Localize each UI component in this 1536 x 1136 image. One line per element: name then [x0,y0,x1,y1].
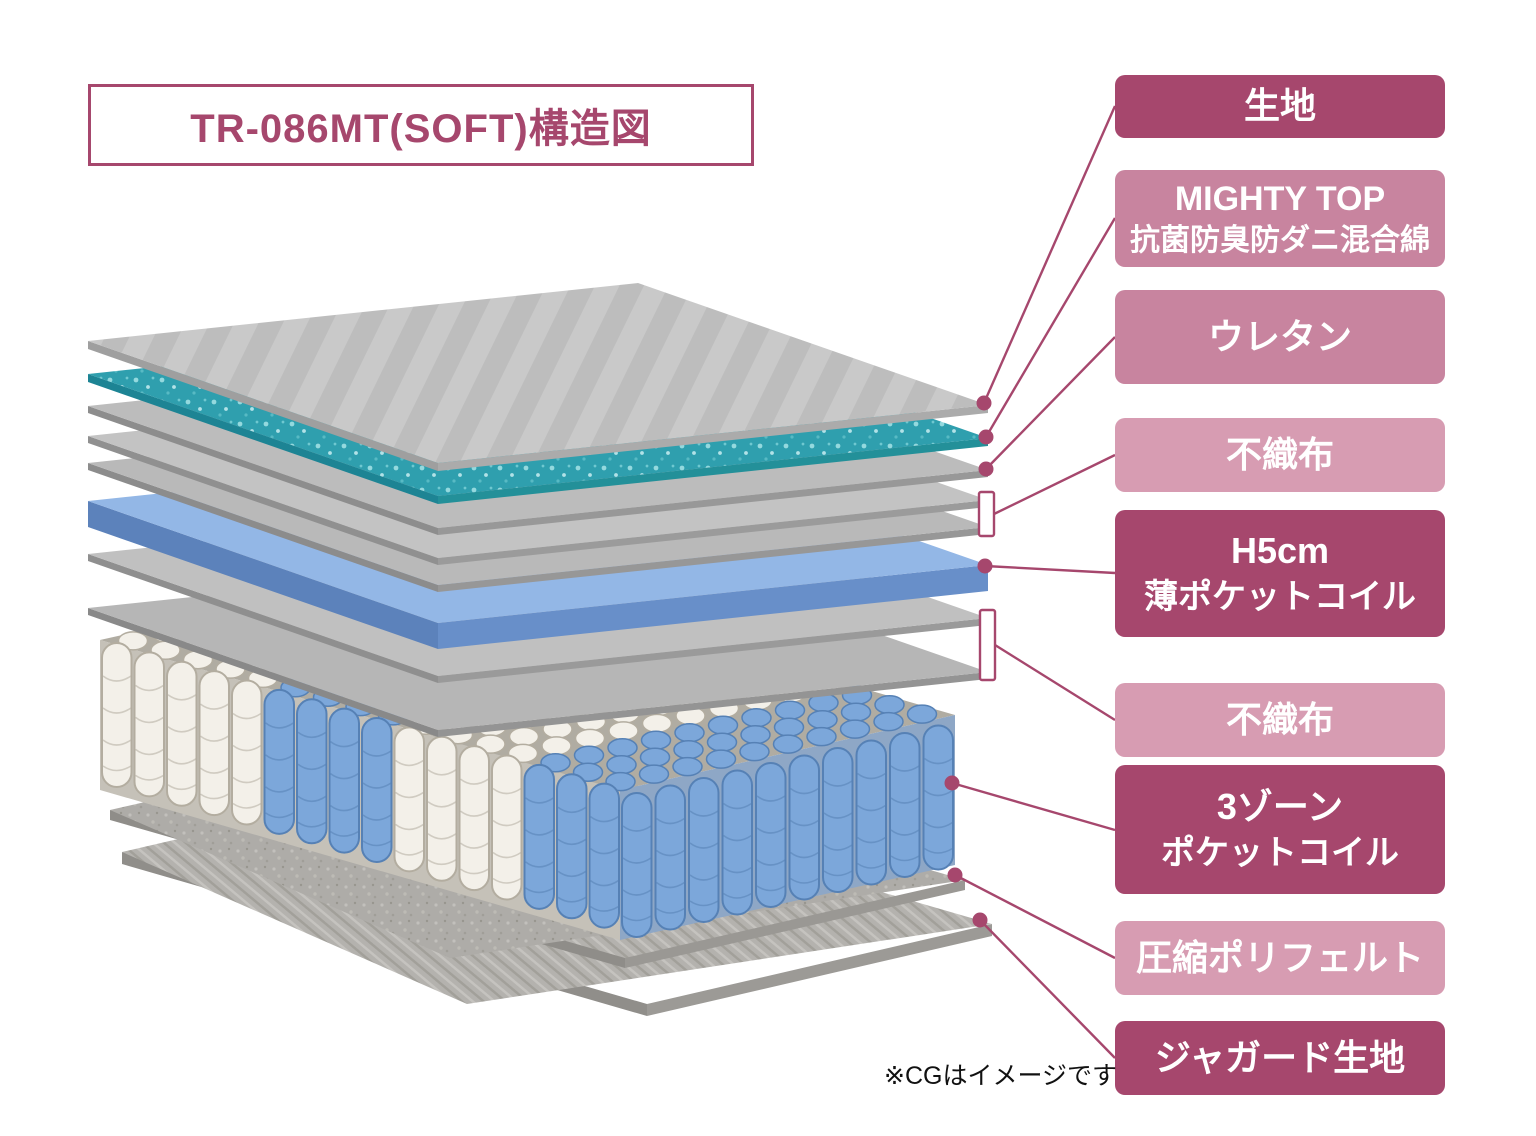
connector-dot [976,395,992,411]
diagram-title-box: TR-086MT(SOFT)構造図 [88,84,754,166]
layer-top-fabric [88,283,988,471]
connector-bracket [978,608,997,682]
connector-line [979,919,1116,1059]
connector-dot [978,461,994,477]
label-subtext: ポケットコイル [1161,833,1399,872]
connector-dot [977,558,993,574]
label-text: 生地 [1243,85,1316,127]
connector-line [985,336,1116,470]
label-box-thin-pocket-coil: H5cm 薄ポケットコイル [1115,510,1445,637]
connector-dots [944,395,997,928]
label-box-compressed-poly-felt: 圧縮ポリフェルト [1115,921,1445,995]
connector-bracket [977,490,996,538]
label-text: 圧縮ポリフェルト [1135,936,1424,978]
connector-dot [978,429,994,445]
label-text: ジャガード生地 [1154,1036,1406,1078]
label-subtext: 抗菌防臭防ダニ混合綿 [1130,224,1430,258]
label-text: 3ゾーン [1216,786,1344,827]
connector-line [982,105,1117,404]
label-box-fabric: 生地 [1115,75,1445,138]
label-text: ウレタン [1207,315,1352,357]
label-text: H5cm [1230,530,1330,571]
connector-line [994,643,1116,722]
label-text: 不織布 [1225,698,1334,740]
connector-dot [944,775,960,791]
cg-note: ※CGはイメージです [884,1062,1117,1090]
connector-dot [947,867,963,883]
connector-line [993,453,1116,516]
connector-line [984,564,1116,575]
label-box-mighty-top: MIGHTY TOP 抗菌防臭防ダニ混合綿 [1115,170,1445,267]
connector-line [954,873,1116,960]
label-box-nonwoven-1: 不織布 [1115,418,1445,492]
label-text: MIGHTY TOP [1174,179,1386,218]
label-text: 不織布 [1225,433,1334,475]
connector-lines [951,105,1117,1059]
connector-line [984,217,1117,438]
diagram-title: TR-086MT(SOFT)構造図 [190,107,652,151]
label-box-three-zone-pocket-coil: 3ゾーン ポケットコイル [1115,765,1445,894]
connector-dot [972,912,988,928]
label-box-urethane: ウレタン [1115,290,1445,384]
connector-line [951,781,1116,832]
label-subtext: 薄ポケットコイル [1144,577,1416,616]
label-box-nonwoven-2: 不織布 [1115,683,1445,757]
label-box-jacquard-fabric: ジャガード生地 [1115,1021,1445,1095]
